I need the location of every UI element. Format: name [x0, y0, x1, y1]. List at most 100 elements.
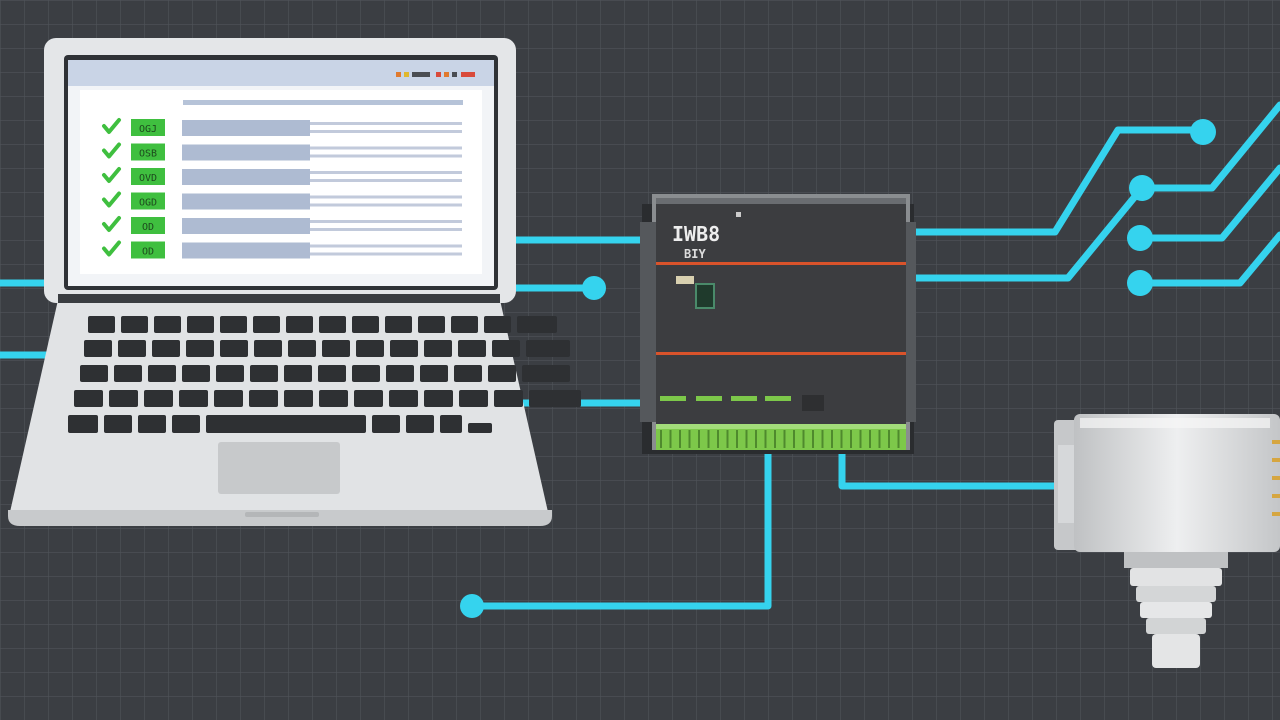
node-bottom — [460, 594, 484, 618]
key — [424, 340, 452, 357]
key — [406, 415, 434, 433]
row-line — [310, 146, 462, 150]
row-line — [310, 228, 462, 231]
wire-right-1 — [901, 126, 1207, 236]
key — [458, 340, 486, 357]
sensor-thread-3 — [1140, 602, 1212, 618]
module-stripe-2 — [656, 352, 906, 355]
key — [216, 365, 244, 382]
key — [352, 316, 379, 333]
terminal-slot — [821, 430, 824, 448]
terminal-slot — [755, 430, 757, 448]
key — [250, 365, 278, 382]
check-icon — [102, 118, 121, 134]
key — [372, 415, 400, 433]
key — [80, 365, 108, 382]
key — [114, 365, 142, 382]
module-side-left — [640, 222, 656, 422]
row-line — [310, 195, 462, 199]
terminal-slot — [793, 430, 795, 448]
terminal-slot — [850, 430, 852, 448]
status-tag: OGD — [139, 198, 157, 209]
key — [68, 415, 98, 433]
status-tag-bg — [131, 192, 165, 210]
node-laptop — [582, 276, 606, 300]
sensor-connector-plate — [1058, 445, 1076, 523]
sensor-icon — [1054, 414, 1280, 668]
sensor-tip — [1152, 634, 1200, 668]
key — [138, 415, 166, 433]
key — [420, 365, 448, 382]
key — [254, 340, 282, 357]
front-notch — [245, 512, 319, 517]
module-led — [736, 212, 741, 217]
row-line — [310, 203, 462, 207]
terminal-slot — [707, 430, 710, 448]
row-line — [310, 171, 462, 174]
key — [220, 340, 248, 357]
laptop-hinge — [58, 294, 500, 303]
module-chip-small — [676, 276, 694, 284]
key — [484, 316, 511, 333]
key — [492, 340, 520, 357]
status-tag: OD — [142, 247, 154, 258]
key — [74, 390, 103, 407]
key — [288, 340, 316, 357]
module-stripe-1 — [656, 262, 906, 265]
screen-row: OD — [102, 240, 462, 259]
window-controls — [396, 72, 475, 77]
terminal-slot — [698, 430, 700, 448]
terminal-slot — [859, 430, 862, 448]
key — [390, 340, 418, 357]
module-label-1: IWB8 — [672, 222, 720, 246]
terminal-block — [656, 424, 906, 450]
row-bar — [182, 169, 310, 185]
sensor-body — [1074, 414, 1280, 552]
sensor-pins — [1272, 440, 1280, 516]
key — [440, 415, 462, 433]
status-tag: OGJ — [139, 124, 157, 135]
module-port — [802, 395, 824, 411]
terminal-slot — [812, 430, 814, 448]
terminal-slot — [669, 430, 672, 448]
screen-header — [68, 60, 494, 86]
terminal-slot — [688, 430, 691, 448]
key — [385, 316, 412, 333]
screen-row: OSB — [102, 142, 462, 161]
terminal-slot — [831, 430, 833, 448]
check-icon — [102, 142, 121, 159]
status-tag: OD — [142, 222, 154, 233]
key — [172, 415, 200, 433]
row-line — [310, 220, 462, 223]
row-bar — [182, 193, 310, 210]
laptop-base-front — [8, 510, 552, 526]
key — [286, 316, 313, 333]
check-icon — [102, 240, 121, 257]
check-icon — [102, 216, 121, 232]
key — [386, 365, 414, 382]
row-line — [310, 130, 462, 133]
terminal-slot — [764, 430, 767, 448]
wire-module-down — [468, 446, 772, 610]
key — [488, 365, 516, 382]
module-body — [652, 194, 910, 450]
sensor-thread-2 — [1136, 586, 1216, 602]
arrow-key — [468, 423, 492, 433]
wire-right-4 — [1136, 231, 1280, 287]
key — [319, 390, 348, 407]
module-top-stripe — [656, 198, 906, 204]
node-right-4 — [1127, 270, 1153, 296]
terminal-slot — [679, 430, 681, 448]
key — [354, 390, 383, 407]
key — [182, 365, 210, 382]
screen-row: OGD — [102, 191, 462, 210]
screen-row: OGJ — [102, 118, 462, 136]
key — [459, 390, 488, 407]
keyboard — [68, 316, 581, 433]
key — [517, 316, 557, 333]
sensor-thread-1 — [1130, 568, 1222, 586]
key — [352, 365, 380, 382]
status-tag-bg — [131, 143, 165, 161]
row-line — [310, 252, 462, 256]
key — [88, 316, 115, 333]
